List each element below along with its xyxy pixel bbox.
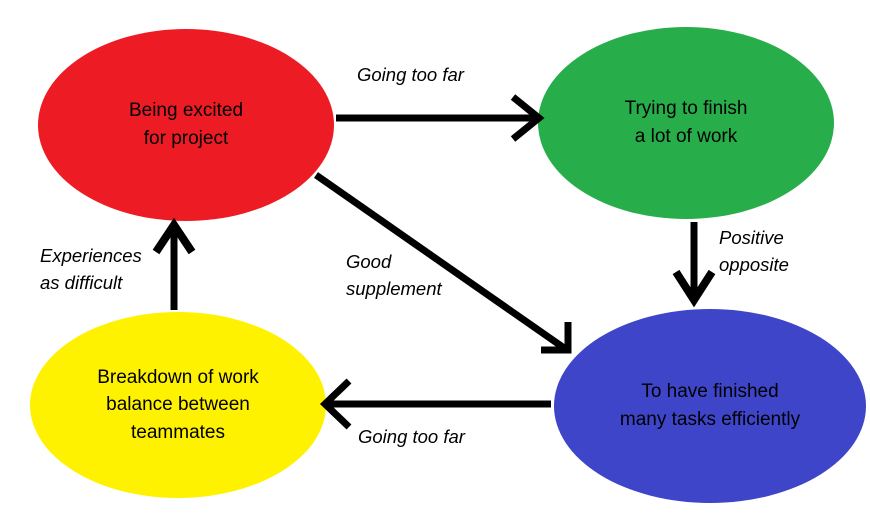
- edge-finished-tasks-to-breakdown: [319, 378, 551, 430]
- edge-finish-work-to-finished-tasks: [672, 222, 716, 308]
- edge-label-positive-opposite: Positive opposite: [719, 227, 789, 275]
- node-being-excited[interactable]: [38, 29, 334, 221]
- node-trying-to-finish[interactable]: [538, 27, 834, 219]
- node-to-have-finished[interactable]: [554, 309, 866, 503]
- edge-breakdown-to-excited: [152, 217, 196, 310]
- edge-label-going-too-far-bottom: Going too far: [358, 426, 465, 447]
- edge-label-going-too-far-top: Going too far: [357, 64, 464, 85]
- node-breakdown-of-work[interactable]: [30, 312, 326, 498]
- edge-label-experiences-as-difficult: Experiences as difficult: [40, 245, 142, 293]
- edge-label-good-supplement: Good supplement: [346, 251, 442, 299]
- edge-excited-to-finished-tasks: [313, 172, 572, 354]
- edge-excited-to-finish-work: [336, 94, 545, 142]
